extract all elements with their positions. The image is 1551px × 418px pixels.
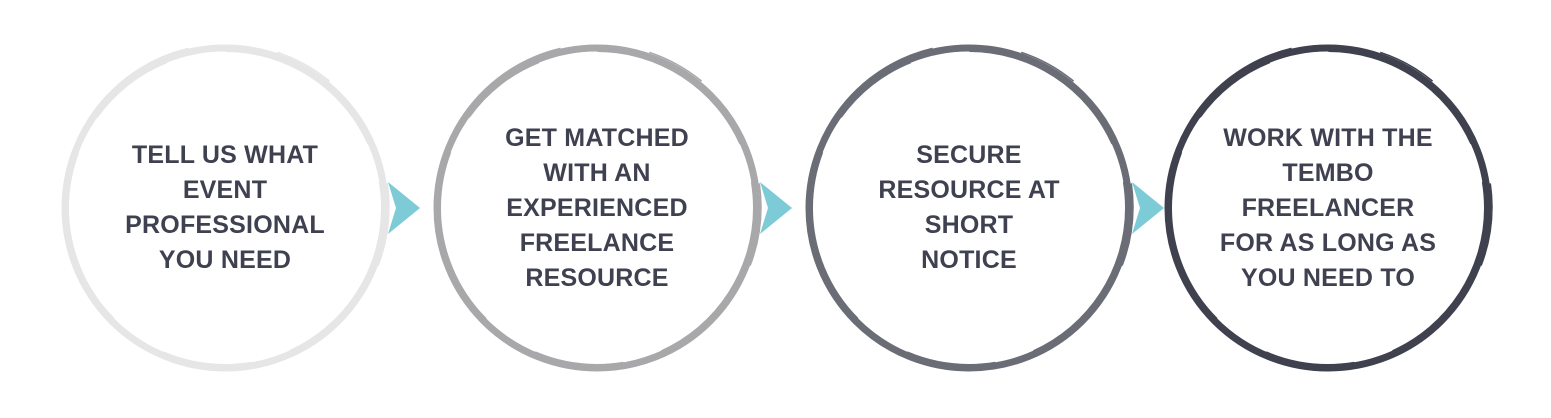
brush-ring-2 (433, 43, 762, 372)
brush-ring-1 (61, 43, 390, 372)
chevron-right-icon (388, 182, 420, 234)
step-3-circle: SECURE RESOURCE AT SHORT NOTICE (804, 43, 1134, 373)
step-3-text: SECURE RESOURCE AT SHORT NOTICE (878, 141, 1060, 274)
brush-ring-4 (1164, 43, 1493, 372)
step-1-text: TELL US WHAT EVENT PROFESSIONAL YOU NEED (125, 141, 325, 274)
step-4-text: WORK WITH THE TEMBO FREELANCER FOR AS LO… (1219, 123, 1437, 292)
chevron-right-icon (1132, 182, 1164, 234)
step-2-circle: GET MATCHED WITH AN EXPERIENCED FREELANC… (432, 43, 762, 373)
step-1-circle: TELL US WHAT EVENT PROFESSIONAL YOU NEED (60, 43, 390, 373)
chevron-right-icon (760, 182, 792, 234)
brush-ring-3 (805, 43, 1134, 372)
step-4-circle: WORK WITH THE TEMBO FREELANCER FOR AS LO… (1163, 43, 1493, 373)
step-2-text: GET MATCHED WITH AN EXPERIENCED FREELANC… (505, 123, 689, 292)
